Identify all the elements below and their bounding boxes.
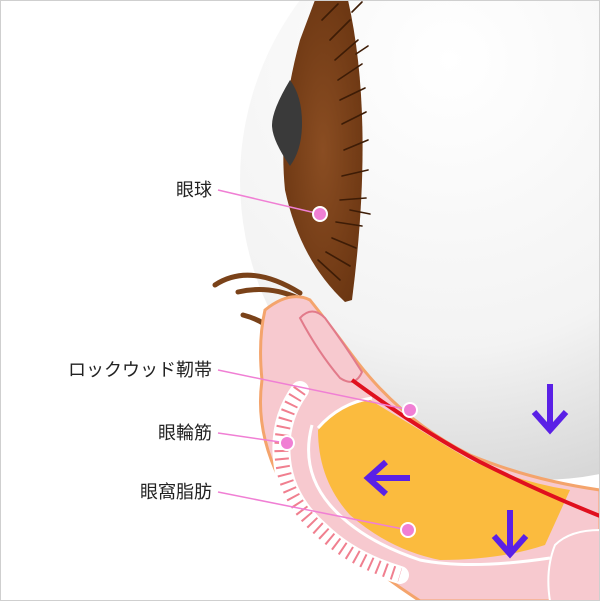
label-orbital-fat: 眼窩脂肪 — [140, 482, 212, 503]
leader-dot-fat — [400, 522, 416, 538]
cheek-lobe — [547, 528, 600, 601]
leader-dot-orbicularis — [279, 435, 295, 451]
leader-line-orbicularis — [217, 432, 288, 444]
leader-line-lockwood — [217, 369, 411, 411]
arrow-left-icon — [363, 459, 410, 497]
leader-lines — [217, 189, 418, 538]
iris-texture — [317, 1, 371, 281]
arrow-down-icon — [491, 510, 529, 559]
leader-dot-eyeball — [312, 206, 328, 222]
orbicularis-muscle-outline — [274, 385, 403, 582]
pupil — [272, 80, 302, 166]
iris — [283, 0, 363, 302]
orbital-septum-inner — [316, 396, 373, 429]
leader-line-eyeball — [217, 189, 321, 215]
label-lockwood-ligament: ロックウッド靭帯 — [68, 360, 212, 381]
lockwood-ligament — [350, 378, 600, 518]
label-orbicularis: 眼輪筋 — [158, 423, 212, 444]
arrow-down-icon — [531, 384, 569, 435]
tarsal-plate — [298, 310, 364, 383]
orbital-septum — [307, 424, 551, 567]
leader-dot-lockwood — [402, 402, 418, 418]
leader-line-fat — [217, 491, 409, 531]
label-eyeball: 眼球 — [176, 180, 212, 201]
